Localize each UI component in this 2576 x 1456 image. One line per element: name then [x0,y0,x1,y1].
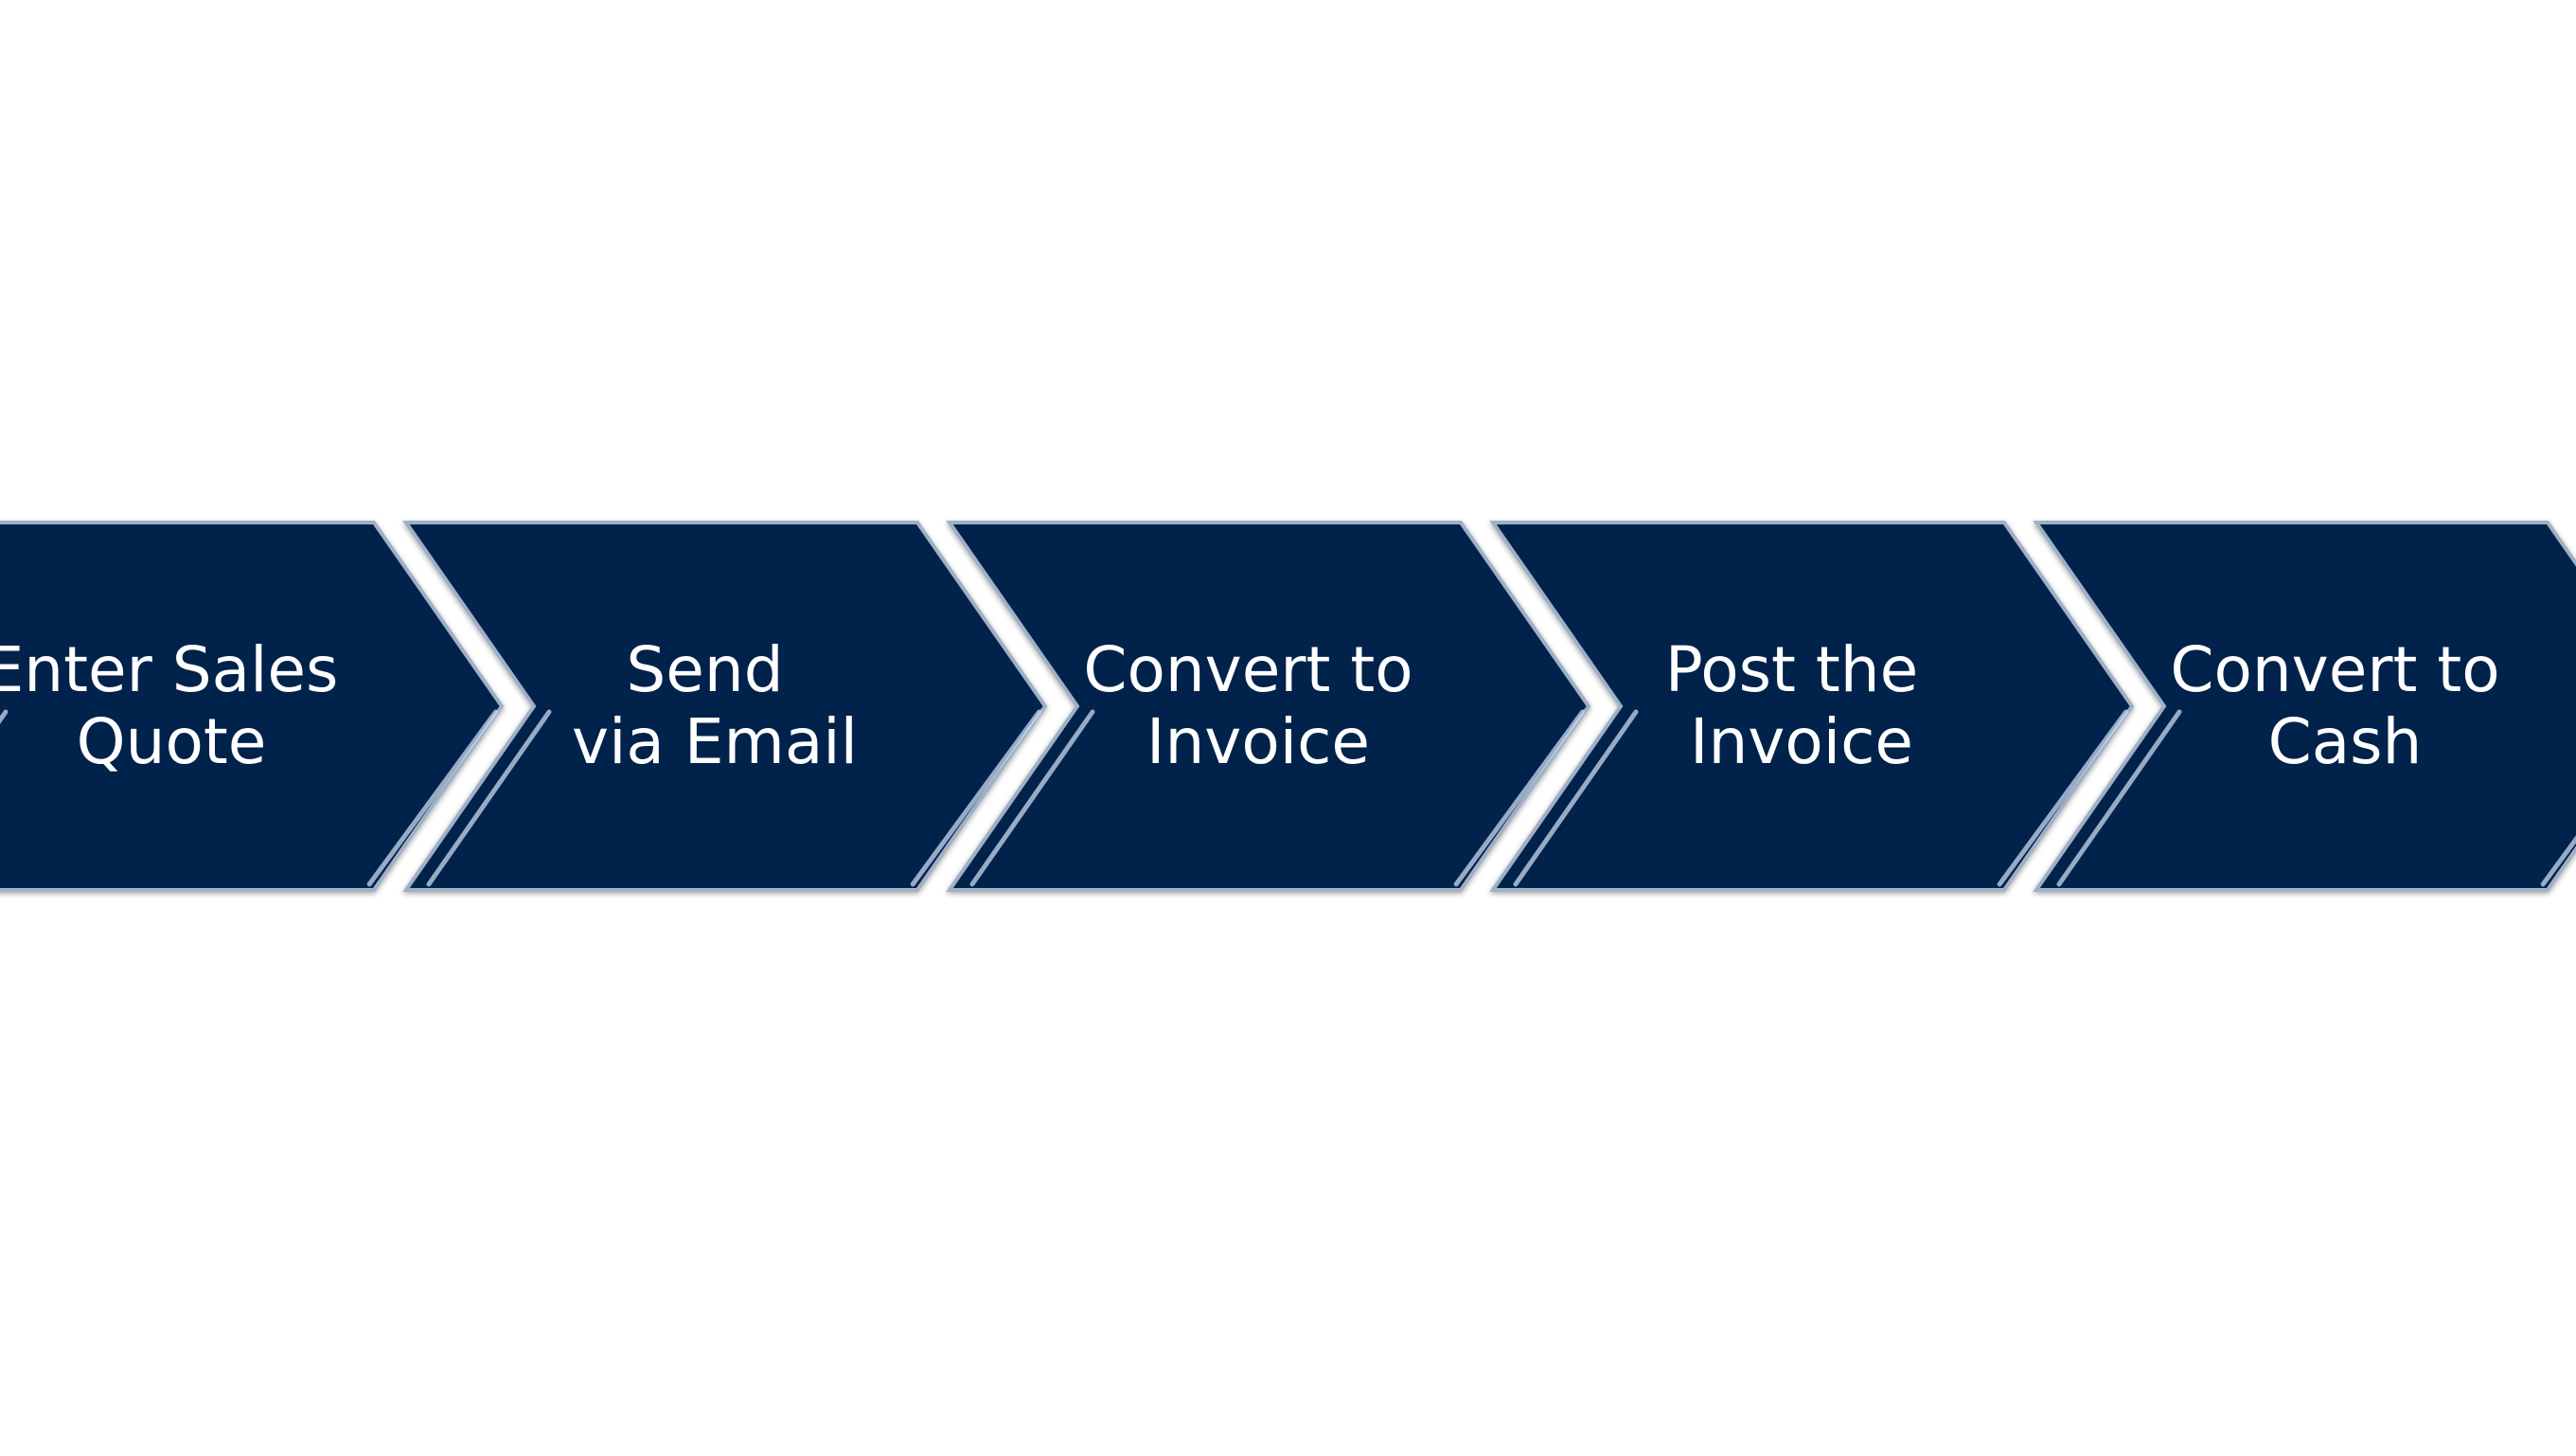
chevron-shape [946,521,1591,892]
chevron-shape [2033,521,2576,892]
chevron-highlight [1513,709,2129,887]
step-label: Convert to Cash [2170,633,2519,778]
chevron-highlight [2056,709,2576,887]
step-label-line-2: Cash [2268,705,2423,778]
chevron-step-5: Convert to Cash [2033,521,2576,892]
step-label-line-1: Convert to [1083,633,1412,706]
step-label-line-2: via Email [572,705,858,778]
chevron-highlight [0,709,499,887]
chevron-shape [402,521,1048,892]
step-label-line-1: Convert to [2170,633,2499,706]
step-label: Post the Invoice [1665,633,1938,778]
chevron-step-2: Send via Email [402,521,1048,892]
chevron-shape [1489,521,2135,892]
step-label: Send via Email [572,633,858,778]
chevron-highlight [426,709,1042,887]
chevron-step-3: Convert to Invoice [946,521,1591,892]
chevron-step-1: Enter Sales Quote [0,521,505,892]
chevron-step-4: Post the Invoice [1489,521,2135,892]
step-label-line-2: Invoice [1690,705,1913,778]
chevron-highlight [969,709,1586,887]
chevron-shape [0,521,505,892]
step-label-line-1: Post the [1665,633,1918,706]
step-label: Enter Sales Quote [0,633,358,778]
step-label-line-1: Send [626,633,783,706]
step-label-line-2: Quote [77,705,267,778]
step-label-line-2: Invoice [1146,705,1370,778]
step-label: Convert to Invoice [1083,633,1432,778]
step-label-line-1: Enter Sales [0,633,338,706]
